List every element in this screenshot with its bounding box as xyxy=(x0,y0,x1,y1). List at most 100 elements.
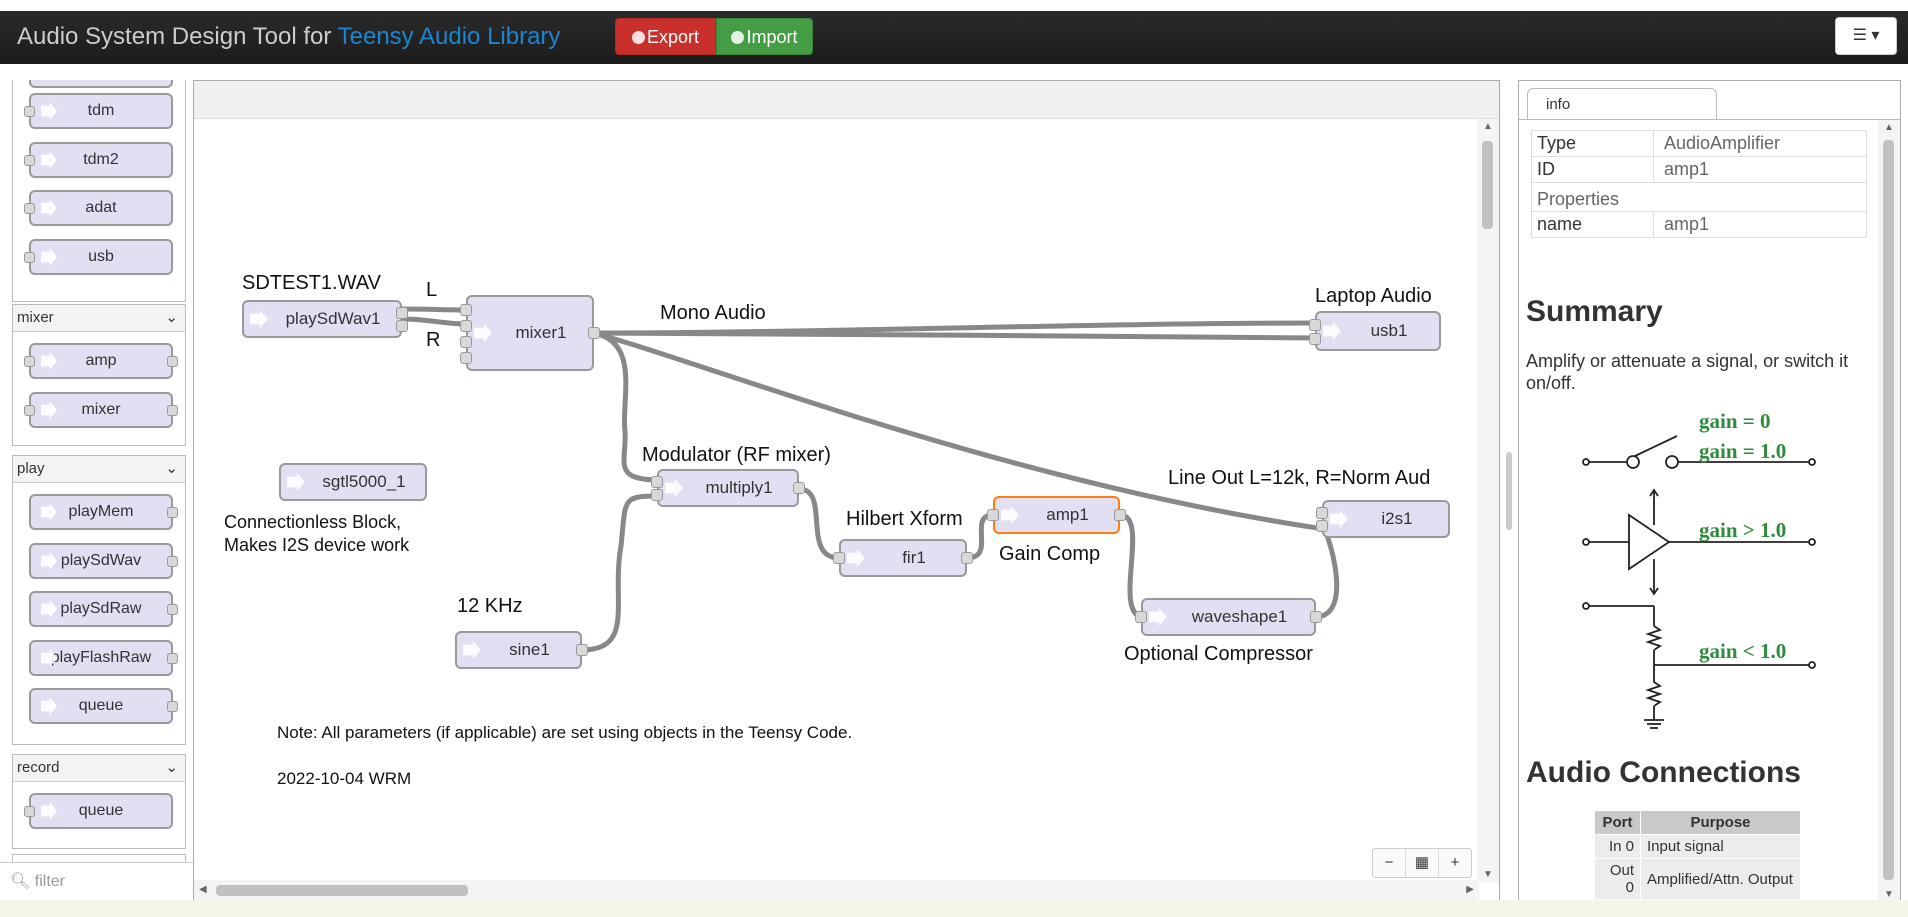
filter-input[interactable]: 🔍︎ filter xyxy=(0,862,194,898)
scroll-left-icon[interactable]: ◀ xyxy=(199,884,207,895)
scroll-thumb[interactable] xyxy=(216,885,468,896)
palette-node-amp[interactable]: amp xyxy=(24,343,178,379)
palette-node-queue[interactable]: queue xyxy=(29,688,178,724)
teensy-audio-library-link[interactable]: Teensy Audio Library xyxy=(337,23,561,50)
wire[interactable] xyxy=(798,486,840,561)
input-port[interactable] xyxy=(833,552,845,564)
zoom-in-icon[interactable]: + xyxy=(1450,854,1460,871)
scroll-down-icon[interactable]: ▼ xyxy=(1884,889,1894,900)
palette-node-tdm2[interactable]: tdm2 xyxy=(24,142,173,178)
input-port[interactable] xyxy=(1309,318,1321,331)
palette-node-playsdwav[interactable]: playSdWav xyxy=(29,543,178,579)
input-port[interactable] xyxy=(651,489,663,501)
wire[interactable] xyxy=(966,512,994,561)
input-port[interactable] xyxy=(24,106,35,117)
menu-button[interactable]: ☰ ▾ xyxy=(1835,17,1897,55)
input-port[interactable] xyxy=(24,203,35,214)
palette-node-playsdraw[interactable]: playSdRaw xyxy=(29,591,178,627)
output-port[interactable] xyxy=(167,653,178,664)
palette-node-partial[interactable] xyxy=(29,80,173,88)
wire[interactable] xyxy=(580,493,660,653)
input-port[interactable] xyxy=(1309,332,1321,345)
output-port[interactable] xyxy=(167,356,178,367)
gain-label-greater: gain > 1.0 xyxy=(1699,518,1786,542)
input-port[interactable] xyxy=(24,405,35,416)
palette-node-adat[interactable]: adat xyxy=(24,190,173,226)
grid-icon[interactable]: ▦ xyxy=(1406,849,1439,877)
input-port[interactable] xyxy=(1135,611,1147,623)
output-port[interactable] xyxy=(396,307,408,319)
palette-node-label: adat xyxy=(85,199,117,216)
output-port[interactable] xyxy=(1114,509,1126,521)
palette-node-playmem[interactable]: playMem xyxy=(29,494,178,530)
wire[interactable] xyxy=(592,330,1318,341)
flow-node-i2s1[interactable]: i2s1 xyxy=(1316,500,1450,538)
palette-node-record-queue[interactable]: queue xyxy=(24,793,173,829)
window-bottom-strip xyxy=(0,900,1908,917)
flow-node-amp1[interactable]: amp1 xyxy=(987,496,1126,534)
flow-node-fir1[interactable]: fir1 xyxy=(833,539,973,577)
input-port[interactable] xyxy=(651,476,663,488)
import-button[interactable]: Import xyxy=(716,18,813,55)
scroll-up-icon[interactable]: ▲ xyxy=(1483,121,1493,132)
output-port[interactable] xyxy=(1310,611,1322,623)
flow-canvas[interactable] xyxy=(194,81,1478,881)
input-port[interactable] xyxy=(460,335,472,348)
workspace-horizontal-scrollbar[interactable]: ◀ ▶ xyxy=(194,880,1479,900)
wire[interactable] xyxy=(592,330,660,483)
export-button[interactable]: Export xyxy=(615,18,716,55)
output-port[interactable] xyxy=(167,556,178,567)
output-port[interactable] xyxy=(961,552,973,564)
workspace-vertical-scrollbar[interactable]: ▲ ▼ xyxy=(1477,119,1499,882)
flow-node-sine1[interactable]: sine1 xyxy=(455,631,588,669)
input-port[interactable] xyxy=(24,155,35,166)
flow-node-playsdwav1[interactable]: playSdWav1 xyxy=(242,300,408,338)
window-top-strip xyxy=(0,0,1908,11)
scroll-thumb[interactable] xyxy=(1482,141,1493,229)
input-port[interactable] xyxy=(1316,520,1328,532)
scroll-down-icon[interactable]: ▼ xyxy=(1483,869,1493,880)
flow-node-waveshape1[interactable]: waveshape1 xyxy=(1135,598,1322,636)
input-port[interactable] xyxy=(460,319,472,332)
panel-resize-handle[interactable] xyxy=(1506,452,1512,530)
output-port[interactable] xyxy=(167,604,178,615)
output-port[interactable] xyxy=(167,405,178,416)
output-port[interactable] xyxy=(588,327,600,339)
input-port[interactable] xyxy=(460,351,472,364)
zoom-out-icon[interactable]: − xyxy=(1373,849,1406,877)
input-port[interactable] xyxy=(1316,507,1328,519)
palette-node-tdm[interactable]: tdm xyxy=(24,93,173,129)
category-header-mixer[interactable]: mixer⌄ xyxy=(13,305,185,332)
wire[interactable] xyxy=(400,316,468,327)
scroll-up-icon[interactable]: ▲ xyxy=(1884,122,1894,133)
palette-node-usb[interactable]: usb xyxy=(24,239,173,275)
input-port[interactable] xyxy=(460,303,472,316)
flow-node-mixer1[interactable]: mixer1 xyxy=(460,295,600,371)
input-port[interactable] xyxy=(24,252,35,263)
wire[interactable] xyxy=(1314,527,1340,620)
info-vertical-scrollbar[interactable]: ▲ ▼ xyxy=(1878,120,1900,900)
flow-node-sgtl5000_1[interactable]: sgtl5000_1 xyxy=(279,463,427,501)
input-port[interactable] xyxy=(24,356,35,367)
scroll-right-icon[interactable]: ▶ xyxy=(1466,884,1474,895)
category-header-play[interactable]: play⌄ xyxy=(13,456,185,483)
flow-node-usb1[interactable]: usb1 xyxy=(1309,311,1441,351)
flow-node-multiply1[interactable]: multiply1 xyxy=(651,469,805,507)
input-port[interactable] xyxy=(24,806,35,817)
wire[interactable] xyxy=(400,306,468,313)
wire[interactable] xyxy=(592,330,1325,532)
output-port[interactable] xyxy=(167,701,178,712)
input-port[interactable] xyxy=(987,509,999,521)
arrow-icon xyxy=(41,151,57,169)
workspace[interactable]: playSdWav1 mixer1 usb1 sgtl5000_1 multiply1 f… xyxy=(193,80,1500,901)
category-header-record[interactable]: record⌄ xyxy=(13,755,185,782)
output-port[interactable] xyxy=(576,644,588,656)
output-port[interactable] xyxy=(793,482,805,494)
palette-node-mixer[interactable]: mixer xyxy=(24,392,178,428)
palette-node-playflashraw[interactable]: playFlashRaw xyxy=(29,640,178,676)
comment-connectionless-1: Connectionless Block, xyxy=(224,512,402,532)
output-port[interactable] xyxy=(396,320,408,332)
scroll-thumb[interactable] xyxy=(1883,140,1894,880)
output-port[interactable] xyxy=(167,507,178,518)
tab-info[interactable]: info xyxy=(1527,88,1717,120)
